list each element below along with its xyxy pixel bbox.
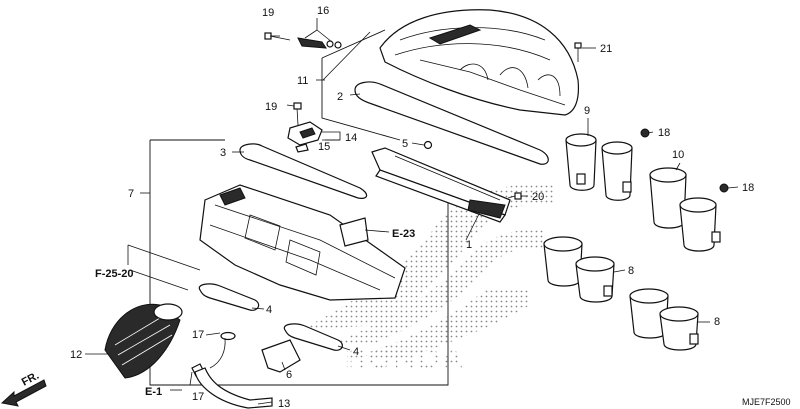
callout-15: 15	[318, 141, 330, 153]
callout-3: 3	[220, 147, 226, 159]
callout-1: 1	[466, 239, 472, 251]
callout-17-upper: 17	[192, 329, 204, 341]
callout-19-lower: 19	[265, 101, 277, 113]
callout-21: 21	[600, 43, 612, 55]
funnel-pair-8-upper	[543, 236, 615, 303]
front-direction-arrow: FR.	[0, 370, 47, 407]
callout-5: 5	[402, 138, 408, 150]
callout-18-lower: 18	[742, 182, 754, 194]
bolt-sensor-19	[293, 102, 302, 126]
callout-18-upper: 18	[658, 127, 670, 139]
callout-8-upper: 8	[628, 265, 634, 277]
ref-e1: E-1	[145, 386, 162, 398]
cover-clip	[297, 37, 342, 49]
funnel-pair-8-lower	[629, 288, 699, 351]
clamp-17-upper	[220, 331, 236, 341]
callouts: 1 2 3 4 4 5 6 7 8 8 9 10 11 12 13 14 15 …	[70, 5, 754, 409]
air-filter-element	[371, 147, 511, 223]
callout-8-lower: 8	[714, 316, 720, 328]
leader-lines	[85, 18, 739, 405]
sensor-seal	[295, 143, 309, 153]
honda-watermark-text: HONDA	[345, 342, 465, 375]
callout-20: 20	[532, 191, 544, 203]
ref-f2520: F-25-20	[95, 268, 134, 280]
callout-4-upper: 4	[266, 304, 272, 316]
callout-19-upper: 19	[262, 7, 274, 19]
callout-10: 10	[672, 149, 684, 161]
diagram-code: MJE7F2500	[742, 397, 791, 407]
drain-tube-upper	[209, 337, 226, 369]
seal-4-upper	[198, 283, 260, 311]
grommet	[423, 140, 433, 150]
case-gasket	[239, 143, 368, 199]
callout-16: 16	[317, 5, 329, 17]
funnel-pair-10	[649, 167, 721, 252]
funnel-pair-9	[565, 133, 633, 201]
intake-sensor	[287, 121, 323, 146]
callout-12: 12	[70, 349, 82, 361]
air-cleaner-cover	[379, 9, 580, 116]
bolt-18-lower	[719, 183, 729, 193]
bolt-18-upper	[640, 128, 650, 138]
callout-13: 13	[278, 398, 290, 409]
cover-gasket	[354, 81, 549, 165]
callout-4-lower: 4	[353, 346, 359, 358]
bolt-21	[574, 42, 582, 62]
callout-6: 6	[286, 369, 292, 381]
air-cleaner-case	[199, 184, 406, 301]
callout-2: 2	[337, 91, 343, 103]
drain-tube	[194, 367, 273, 409]
drain-cap	[261, 339, 301, 373]
assembly-frame	[149, 29, 449, 386]
callout-17-lower: 17	[192, 391, 204, 403]
callout-11: 11	[297, 75, 308, 87]
callout-14: 14	[345, 132, 357, 144]
callout-7: 7	[128, 188, 134, 200]
callout-9: 9	[584, 105, 590, 117]
bolt-upper-19	[264, 32, 291, 41]
inlet-boot	[104, 303, 183, 379]
ref-e23: E-23	[392, 228, 415, 240]
